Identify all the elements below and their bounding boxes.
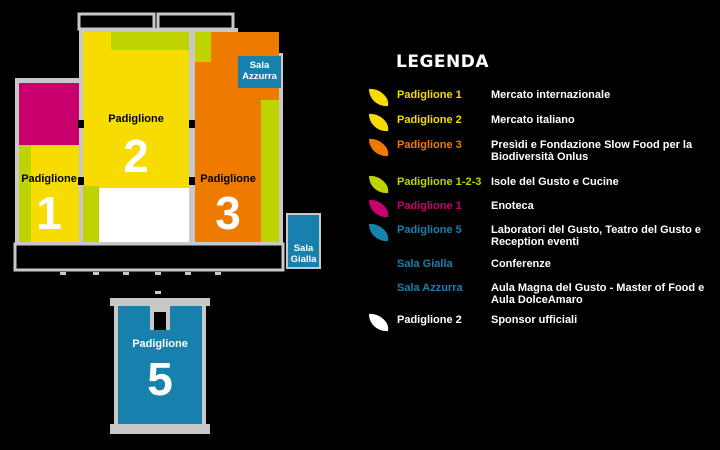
legend-item-description: Sponsor ufficiali bbox=[491, 314, 578, 326]
pavilion-2-area bbox=[83, 32, 189, 242]
leaf-swatch-icon bbox=[369, 223, 389, 242]
sponsor-zone bbox=[99, 188, 189, 242]
legend-item-pavilion: Padiglione 2 bbox=[397, 114, 462, 126]
legend-item-pavilion: Padiglione 1 bbox=[397, 89, 462, 101]
leaf-swatch-icon bbox=[369, 175, 389, 194]
sala-azzurra-room bbox=[238, 56, 281, 88]
bottom-corridor bbox=[13, 242, 285, 272]
leaf-swatch-icon bbox=[369, 313, 389, 332]
pavilion-3-number: 3 bbox=[215, 187, 241, 239]
legend-item: Padiglione 1-2-3 Isole del Gusto e Cucine bbox=[366, 173, 716, 203]
leaf-swatch-icon bbox=[369, 88, 389, 107]
legend-item-description: Presìdi e Fondazione Slow Food per la Bi… bbox=[491, 139, 693, 163]
legend-item: Padiglione 1 Enoteca bbox=[366, 197, 716, 227]
legend-item-pavilion: Padiglione 3 bbox=[397, 139, 462, 151]
pavilion-3-label: Padiglione bbox=[200, 173, 256, 185]
legend-item-description: Isole del Gusto e Cucine bbox=[491, 176, 619, 188]
wall-marker bbox=[189, 120, 195, 128]
wall-marker bbox=[78, 177, 84, 185]
pavilion-3-area bbox=[195, 32, 281, 242]
legend-item: Padiglione 1 Mercato internazionale bbox=[366, 86, 716, 116]
pavilion-2-isole-top-zone bbox=[111, 32, 189, 50]
leaf-swatch-icon bbox=[369, 138, 389, 157]
sala-gialla-label: Sala Gialla bbox=[290, 243, 317, 265]
pavilion-2-label: Padiglione bbox=[108, 113, 164, 125]
legend-item-pavilion: Padiglione 5 bbox=[397, 224, 462, 236]
legend-item-description: Conferenze bbox=[491, 258, 551, 270]
leaf-swatch-icon bbox=[369, 199, 389, 218]
pavilion-5-number: 5 bbox=[147, 353, 173, 405]
legend-item: Padiglione 5 Laboratori del Gusto, Teatro… bbox=[366, 221, 716, 251]
pavilion-2-isole-left-zone bbox=[83, 186, 99, 242]
legend-title: LEGENDA bbox=[396, 52, 490, 72]
corridor-pillars bbox=[60, 272, 221, 294]
legend-item-description: Mercato internazionale bbox=[491, 89, 611, 101]
pavilion-3-isole-top-zone bbox=[195, 32, 211, 62]
legend-item: Sala Gialla Conferenze bbox=[366, 255, 716, 285]
wall-marker bbox=[78, 120, 84, 128]
legend-item: Padiglione 3 Presìdi e Fondazione Slow Fo… bbox=[366, 136, 716, 166]
legend-item: Padiglione 2 Sponsor ufficiali bbox=[366, 311, 716, 341]
legend-item-description: Laboratori del Gusto, Teatro del Gusto e… bbox=[491, 224, 702, 248]
top-entrance-right bbox=[156, 12, 235, 31]
wall-marker bbox=[189, 177, 195, 185]
top-entrance-left bbox=[77, 12, 156, 31]
sala-gialla-room bbox=[286, 213, 321, 269]
legend-item-description: Aula Magna del Gusto - Master of Food e … bbox=[491, 282, 705, 306]
legend-item-pavilion: Sala Azzurra bbox=[397, 282, 463, 294]
pavilion-1-number: 1 bbox=[36, 187, 62, 239]
floor-plan: Padiglione 1 Padiglione 2 Padiglione 3 P… bbox=[0, 0, 330, 450]
leaf-swatch-icon bbox=[369, 113, 389, 132]
pavilion-1-isole-zone bbox=[19, 145, 31, 242]
enoteca-zone bbox=[19, 83, 79, 145]
legend-item-pavilion: Padiglione 1 bbox=[397, 200, 462, 212]
legend-item-pavilion: Padiglione 1-2-3 bbox=[397, 176, 482, 188]
legend-item-description: Enoteca bbox=[491, 200, 534, 212]
legend-item-pavilion: Padiglione 2 bbox=[397, 314, 462, 326]
pavilion-3-isole-right-zone bbox=[261, 100, 279, 242]
floor-plan-graphic bbox=[13, 12, 321, 434]
pavilion-5-area bbox=[110, 298, 210, 434]
legend-item: Sala Azzurra Aula Magna del Gusto - Maste… bbox=[366, 279, 716, 309]
pavilion-1-area bbox=[19, 83, 79, 242]
sala-azzurra-label: Sala Azzurra bbox=[242, 60, 277, 82]
legend-item-description: Mercato italiano bbox=[491, 114, 575, 126]
legend-item: Padiglione 2 Mercato italiano bbox=[366, 111, 716, 141]
pavilion-2-number: 2 bbox=[123, 130, 149, 182]
legend-item-pavilion: Sala Gialla bbox=[397, 258, 453, 270]
pavilion-1-label: Padiglione bbox=[21, 173, 77, 185]
pavilion-5-label: Padiglione bbox=[132, 338, 188, 350]
